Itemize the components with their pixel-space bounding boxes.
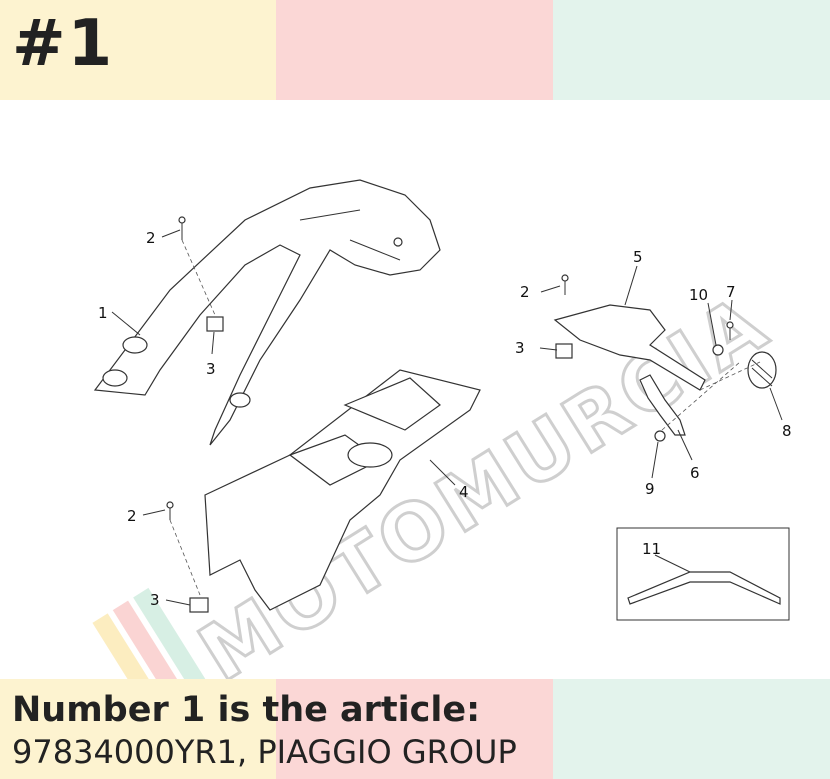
part-10-washer [712,344,724,356]
callout-1: 1 [98,304,108,322]
exploded-parts-diagram: MOTOMURCIA [92,179,792,679]
part-3-clip-lower [189,597,209,613]
part-2-screw-right [561,274,569,295]
callout-2-right: 2 [520,283,530,301]
part-8-reflector [747,351,777,389]
footer-color-band [0,679,830,779]
callout-4: 4 [459,483,469,501]
assembly-dash-lines [661,361,761,431]
callout-8: 8 [782,422,792,440]
callout-11: 11 [642,540,661,558]
band-segment-pink [276,0,553,100]
band-segment-green [553,0,830,100]
part-3-clip-right [555,343,573,359]
callout-5: 5 [633,248,643,266]
callout-3-right: 3 [515,339,525,357]
callout-leaders [111,229,783,606]
callout-6: 6 [690,464,700,482]
caption-title: Number 1 is the article: [12,690,481,730]
part-7-screw [726,321,734,340]
band-segment-yellow [0,0,276,100]
band-segment-yellow [0,679,276,779]
part-4-undertray [204,369,481,611]
caption-article-number: 97834000YR1, PIAGGIO GROUP [12,733,517,771]
header-color-band [0,0,830,100]
callout-2-upper: 2 [146,229,156,247]
part-3-clip-upper [206,316,224,332]
callout-3-lower: 3 [150,591,160,609]
callout-2-lower: 2 [127,507,137,525]
callout-7: 7 [726,283,736,301]
callout-10: 10 [689,286,708,304]
part-11-inset [616,527,790,621]
callout-9: 9 [645,480,655,498]
callout-3-upper: 3 [206,360,216,378]
band-segment-green [553,679,830,779]
page-number: #1 [12,7,115,81]
part-2-screw-upper [178,216,216,316]
band-segment-pink [276,679,553,779]
part-1-rear-mudguard [93,179,441,446]
part-5-plate-holder [553,304,706,391]
part-2-screw-lower [166,501,201,596]
part-9-nut [654,430,666,442]
